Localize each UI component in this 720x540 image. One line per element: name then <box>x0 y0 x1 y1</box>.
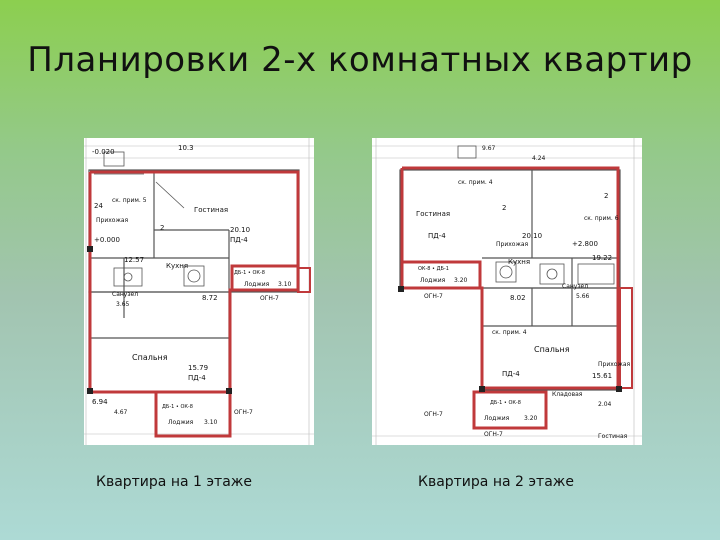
label-ogn2: ОГН-7 <box>234 409 253 416</box>
label-area-small: 6.94 <box>92 398 108 406</box>
label-pd-bedroom: ПД-4 <box>188 374 206 382</box>
label-loggia-top-door: ДБ-1 • ОК-8 <box>234 270 265 276</box>
label-area-right: 19.22 <box>592 254 612 262</box>
label-area-kitchen: 8.72 <box>202 294 218 302</box>
label-bedroom: Спальня <box>132 353 168 362</box>
label-loggia-bottom-door: ДБ-1 • ОК-8 <box>490 400 521 406</box>
floor-plan-left: -0.020 10.3 24 ск. прим. 5 Прихожая +0.0… <box>84 138 314 445</box>
label-loggia-top: Лоджия <box>244 281 270 288</box>
label-loggia-top-door: ОК-8 • ДБ-1 <box>418 266 449 272</box>
label-room-living: Гостиная <box>194 206 228 214</box>
label-hall2: Прихожая <box>598 361 631 368</box>
label-loggia-bottom-area: 3.20 <box>524 415 538 422</box>
label-pd-living: ПД-4 <box>428 232 446 240</box>
label-loggia-top-area: 3.20 <box>454 277 468 284</box>
label-area-hall: 12.57 <box>124 256 144 264</box>
label-cupboard2: ск. прим. 6 <box>584 215 619 222</box>
label-cupboard: ск. прим. 5 <box>112 197 147 204</box>
label-kitchen: Кухня <box>508 258 530 266</box>
label-area-bedroom: 15.61 <box>592 372 612 380</box>
floor-plan-left-drawing: -0.020 10.3 24 ск. прим. 5 Прихожая +0.0… <box>84 138 314 445</box>
label-ogn: ОГН-7 <box>260 295 279 302</box>
label-cupboard-bottom: ск. прим. 4 <box>492 329 527 336</box>
floor-plan-right-drawing: 9.67 4.24 ск. прим. 4 ск. прим. 6 Гостин… <box>372 138 642 445</box>
label-ogn3: ОГН-7 <box>484 431 503 438</box>
label-room-num: 2 <box>160 224 164 232</box>
label-area-top: 9.67 <box>482 145 496 152</box>
label-area-top2: 4.24 <box>532 155 546 162</box>
label-area-store: 2.04 <box>598 401 612 408</box>
label-area-living: 20.10 <box>522 232 542 240</box>
caption-right: Квартира на 2 этаже <box>418 474 575 490</box>
label-living-bottom: Гостиная <box>598 433 628 440</box>
label-area-small2: 4.67 <box>114 409 128 416</box>
label-area-living: 20.10 <box>230 226 250 234</box>
label-cupboard: ск. прим. 4 <box>458 179 493 186</box>
label-level: +2.800 <box>572 240 598 248</box>
label-hall: Прихожая <box>96 217 129 224</box>
label-ogn: ОГН-7 <box>424 293 443 300</box>
label-loggia-bottom: Лоджия <box>168 419 194 426</box>
label-pd-bedroom: ПД-4 <box>502 370 520 378</box>
label-area-bath: 5.66 <box>576 293 590 300</box>
label-bath: Санузел <box>562 283 588 290</box>
label-room-living: Гостиная <box>416 210 450 218</box>
label-level-top: -0.020 <box>92 148 115 156</box>
floor-plan-right: 9.67 4.24 ск. прим. 4 ск. прим. 6 Гостин… <box>372 138 642 445</box>
label-room-num: 2 <box>502 204 506 212</box>
label-area-bedroom: 15.79 <box>188 364 208 372</box>
label-area-bath: 3.65 <box>116 301 130 308</box>
label-store: Кладовая <box>552 391 583 398</box>
label-bedroom: Спальня <box>534 345 570 354</box>
label-area-top: 10.3 <box>178 144 194 152</box>
caption-left: Квартира на 1 этаже <box>96 474 253 490</box>
label-axis-24: 24 <box>94 202 103 210</box>
label-loggia-top: Лоджия <box>420 277 446 284</box>
label-room-num2: 2 <box>604 192 608 200</box>
slide-title: Планировки 2-х комнатных квартир <box>27 40 693 80</box>
label-kitchen: Кухня <box>166 262 188 270</box>
label-bath: Санузел <box>112 291 138 298</box>
label-loggia-bottom: Лоджия <box>484 415 510 422</box>
label-pd-living: ПД-4 <box>230 236 248 244</box>
label-hall: Прихожая <box>496 241 529 248</box>
label-ogn2: ОГН-7 <box>424 411 443 418</box>
label-area-kitchen: 8.02 <box>510 294 526 302</box>
label-loggia-top-area: 3.10 <box>278 281 292 288</box>
label-loggia-bottom-door: ДБ-1 • ОК-8 <box>162 404 193 410</box>
label-level-mid: +0.000 <box>94 236 120 244</box>
label-loggia-bottom-area: 3.10 <box>204 419 218 426</box>
